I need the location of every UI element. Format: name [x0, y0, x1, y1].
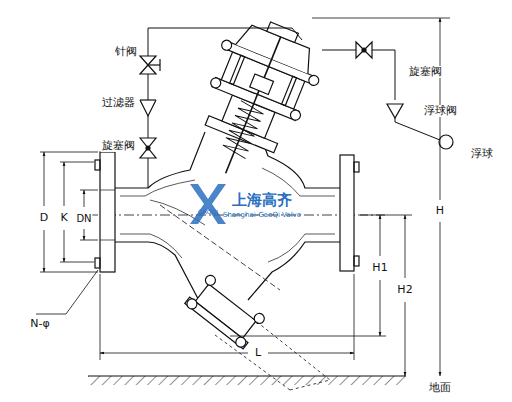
valve-label: 旋塞阀 [408, 66, 443, 78]
dimension-label: H [435, 205, 445, 217]
valve-label: 旋塞阀 [101, 140, 136, 152]
dimension-label: L [254, 347, 262, 359]
valve-label: 浮球阀 [423, 105, 458, 117]
filter-label: 过滤器 [101, 97, 136, 109]
dimension-label: H2 [396, 284, 413, 296]
dimension-lines [36, 18, 450, 376]
watermark: Shanghai-GaoQi Valve [223, 212, 301, 220]
watermark-logo [190, 184, 226, 224]
dimension-label: K [59, 212, 68, 224]
dimension-label: N-φ [29, 318, 50, 330]
dimension-label: H1 [371, 262, 388, 274]
dimension-label: DN [75, 213, 92, 224]
float-label: 浮球 [470, 148, 494, 160]
valve-label: 针阀 [114, 46, 138, 58]
watermark: 上海高齐 [232, 192, 292, 209]
valve-body [88, 8, 453, 390]
watermark: GAOQI [198, 209, 218, 216]
ground-label: 地面 [428, 382, 452, 394]
dimension-label: D [39, 212, 49, 224]
